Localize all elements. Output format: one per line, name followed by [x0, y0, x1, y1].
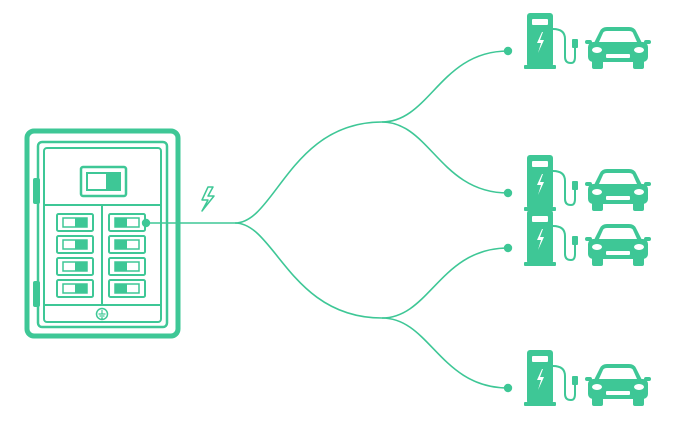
electrical-panel-icon [24, 128, 181, 339]
station-row [503, 154, 651, 212]
station-node [503, 243, 513, 253]
station-node [503, 383, 513, 393]
charging-station-icon [523, 12, 579, 70]
ground-icon [95, 307, 109, 321]
station-node [503, 46, 513, 56]
car-icon [585, 169, 651, 211]
breaker-switch [56, 257, 94, 276]
breaker-switch [108, 213, 146, 232]
breaker-switch [56, 213, 94, 232]
charging-station-icon [523, 154, 579, 212]
main-switch [79, 165, 128, 198]
station-node [503, 188, 513, 198]
station-row [503, 12, 651, 70]
car-icon [585, 27, 651, 69]
charging-station-icon [523, 209, 579, 267]
breaker-grid [56, 213, 146, 298]
breaker-switch [56, 235, 94, 254]
lightning-bolt-icon [201, 186, 215, 212]
breaker-switch [108, 235, 146, 254]
car-icon [585, 224, 651, 266]
breaker-switch [56, 279, 94, 298]
charging-stations [503, 12, 651, 407]
breaker-switch [108, 257, 146, 276]
station-row [503, 349, 651, 407]
charging-station-icon [523, 349, 579, 407]
station-row [503, 209, 651, 267]
car-icon [585, 364, 651, 406]
breaker-switch [108, 279, 146, 298]
wiring-lines [146, 50, 509, 389]
panel-output-node [141, 218, 151, 228]
